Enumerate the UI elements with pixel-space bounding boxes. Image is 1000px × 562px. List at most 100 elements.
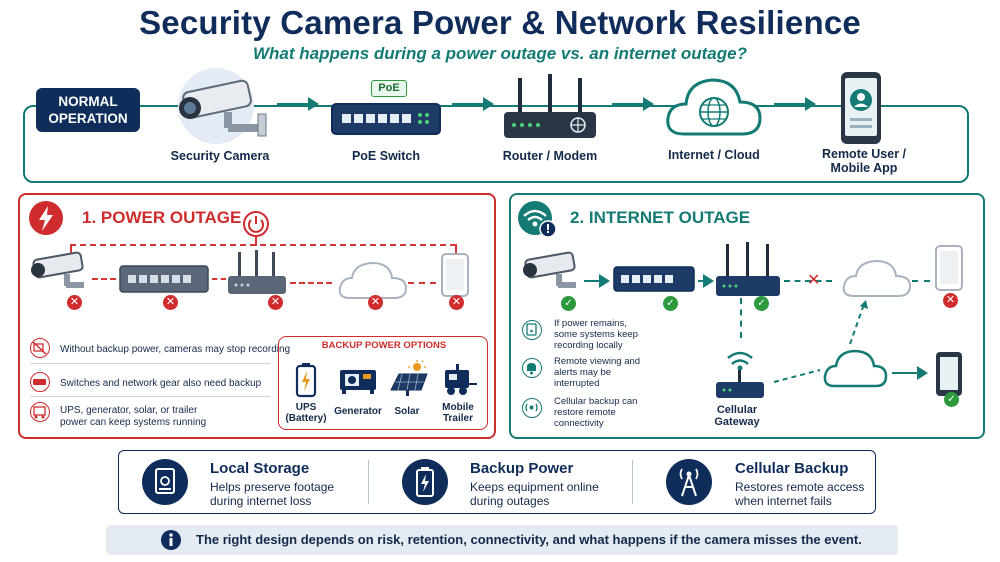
feature-title: Local Storage <box>210 460 310 477</box>
note-line: some systems keep <box>554 329 638 340</box>
feature-line: Keeps equipment online <box>470 480 599 494</box>
camera-icon <box>523 251 576 288</box>
x-mark-icon: ✕ <box>67 295 82 310</box>
divider <box>632 460 633 504</box>
storage-icon <box>522 320 542 340</box>
internet-note-1: If power remains, some systems keep reco… <box>554 318 638 351</box>
poe-tag: PoE <box>371 80 407 97</box>
option-trailer-label: Mobile Trailer <box>434 402 482 424</box>
generator-icon <box>340 370 376 394</box>
solar-panel-icon <box>390 360 428 396</box>
link-arrow <box>584 274 610 288</box>
page-title: Security Camera Power & Network Resilien… <box>139 4 861 41</box>
flow-arrow <box>612 97 654 111</box>
router-icon <box>504 74 596 138</box>
power-note-1: Without backup power, cameras may stop r… <box>60 344 291 355</box>
normal-operation-panel <box>23 105 969 183</box>
phone-label-line-2: Mobile App <box>830 161 898 175</box>
power-link <box>408 282 436 284</box>
wifi-alert-icon <box>518 201 557 238</box>
poe-switch-icon <box>331 103 441 135</box>
note-line: Remote viewing and <box>554 356 641 367</box>
battery-icon <box>295 363 317 398</box>
flow-arrow <box>277 97 319 111</box>
camera-off-icon <box>30 338 50 358</box>
power-line-top <box>70 244 456 246</box>
cloud-globe-icon <box>666 78 762 136</box>
note-line: Cellular backup can <box>554 396 638 407</box>
feature-title: Cellular Backup <box>735 460 849 477</box>
divider <box>30 363 270 364</box>
feature-line: Restores remote access <box>735 480 865 494</box>
note-line: recording locally <box>554 340 623 351</box>
link-arrow <box>698 274 714 288</box>
option-line: Mobile <box>442 402 474 413</box>
internet-outage-panel <box>509 193 985 439</box>
note-line: power can keep systems running <box>60 417 207 428</box>
x-mark-icon: ✕ <box>449 295 464 310</box>
flow-arrow <box>452 97 494 111</box>
note-line: alerts may be <box>554 367 612 378</box>
internet-outage-heading: 2. INTERNET OUTAGE <box>570 208 751 227</box>
option-line: (Battery) <box>285 413 327 424</box>
cellular-icon <box>522 398 542 418</box>
normal-cloud-label: Internet / Cloud <box>668 148 760 162</box>
router-icon <box>716 242 780 296</box>
power-line-router <box>255 237 257 246</box>
feature-line: Helps preserve footage <box>210 480 335 494</box>
backup-power-title: BACKUP POWER OPTIONS <box>318 337 450 354</box>
cellular-gateway-label: Cellular Gateway <box>700 404 774 428</box>
x-mark-icon: ✕ <box>268 295 283 310</box>
check-mark-icon: ✓ <box>561 296 576 311</box>
cellular-link <box>740 298 742 338</box>
cell-tower-icon <box>666 459 712 505</box>
power-note-3: UPS, generator, solar, or trailer power … <box>60 405 206 429</box>
feature-desc: Helps preserve footage during internet l… <box>210 480 334 508</box>
camera-icon <box>31 251 84 288</box>
option-ups-label: UPS (Battery) <box>284 402 328 424</box>
power-outage-panel <box>18 193 496 439</box>
broken-link <box>784 280 832 282</box>
smartphone-icon <box>936 352 962 396</box>
divider <box>368 460 369 504</box>
x-mark-icon: ✕ <box>163 295 178 310</box>
features-box <box>118 450 876 514</box>
note-line: connectivity <box>554 418 604 429</box>
switch-icon <box>30 372 50 392</box>
feature-desc: Keeps equipment online during outages <box>470 480 599 508</box>
note-line: UPS, generator, solar, or trailer <box>60 405 198 416</box>
normal-switch-label: PoE Switch <box>351 149 421 163</box>
gateway-line: Gateway <box>714 416 760 428</box>
cellular-path <box>773 300 868 383</box>
page-subtitle: What happens during a power outage vs. a… <box>253 44 747 63</box>
router-icon <box>228 250 286 294</box>
option-line: Trailer <box>442 413 474 424</box>
cloud-icon <box>338 261 408 299</box>
bell-icon <box>522 358 542 378</box>
footer-text: The right design depends on risk, retent… <box>196 532 862 547</box>
lightning-bolt-icon <box>29 201 63 235</box>
normal-phone-label: Remote User / Mobile App <box>806 147 922 175</box>
smartphone-user-icon <box>841 72 881 144</box>
feature-line: when internet fails <box>735 494 832 508</box>
power-line-right <box>455 244 457 256</box>
power-line-left <box>70 244 72 256</box>
power-link <box>92 278 116 280</box>
info-icon <box>161 530 181 550</box>
badge-line-1: NORMAL <box>58 94 118 109</box>
feature-line: during internet loss <box>210 494 312 508</box>
flow-arrow <box>774 97 816 111</box>
normal-camera-label: Security Camera <box>170 149 270 163</box>
feature-desc: Restores remote access when internet fai… <box>735 480 864 508</box>
check-mark-icon: ✓ <box>944 392 959 407</box>
gateway-line: Cellular <box>716 404 758 416</box>
note-line: interrupted <box>554 378 600 389</box>
power-link <box>212 278 226 280</box>
option-solar-label: Solar <box>394 406 420 417</box>
note-line: If power remains, <box>554 318 627 329</box>
x-mark-icon: ✕ <box>807 272 821 289</box>
power-outage-heading: 1. POWER OUTAGE <box>82 208 242 227</box>
security-camera-icon <box>178 68 267 144</box>
option-line: UPS <box>295 402 317 413</box>
option-generator-label: Generator <box>334 406 382 417</box>
